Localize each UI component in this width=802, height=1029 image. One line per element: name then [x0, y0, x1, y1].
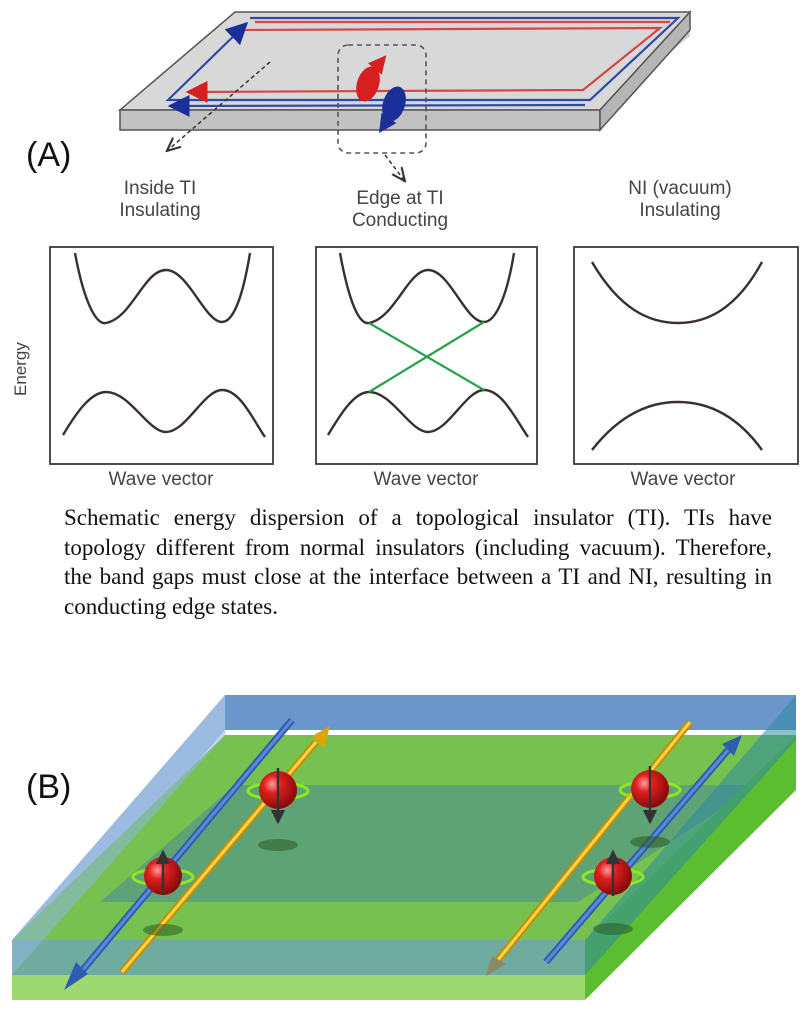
wave-vector-label-edge: Wave vector: [373, 469, 479, 490]
electron-spin-1: [246, 768, 310, 825]
electron-shadows: [143, 836, 670, 936]
band-plot-edge: [315, 246, 538, 465]
region-label-edge: Edge at TI Conducting: [330, 188, 470, 232]
region-vacuum-line1: NI (vacuum): [628, 178, 732, 199]
edge-current-loops: [165, 16, 681, 117]
spin-pair-inset: [337, 44, 427, 154]
electron-spin-3: [618, 766, 682, 825]
region-vacuum-line2: Insulating: [639, 200, 721, 221]
region-inside-line2: Insulating: [119, 200, 201, 221]
region-label-vacuum: NI (vacuum) Insulating: [600, 178, 760, 222]
pointer-edge: [384, 154, 404, 180]
region-inside-line1: Inside TI: [123, 178, 197, 199]
region-label-inside: Inside TI Insulating: [90, 178, 230, 222]
energy-axis-label: Energy: [11, 342, 30, 396]
panel-a-label: (A): [26, 136, 72, 174]
figure-caption: Schematic energy dispersion of a topolog…: [64, 505, 772, 619]
ti-slab: [117, 10, 692, 132]
region-edge-line1: Edge at TI: [356, 188, 444, 209]
band-plot-vacuum: [573, 246, 799, 465]
pointer-inside: [168, 61, 271, 150]
region-edge-line2: Conducting: [351, 210, 449, 231]
wave-vector-label-vacuum: Wave vector: [630, 469, 736, 490]
wave-vector-label-inside: Wave vector: [108, 469, 214, 490]
electron-spin-2: [131, 849, 195, 895]
electron-spin-4: [581, 849, 645, 896]
panel-b-label: (B): [26, 768, 72, 806]
band-plot-inside: [49, 246, 274, 465]
